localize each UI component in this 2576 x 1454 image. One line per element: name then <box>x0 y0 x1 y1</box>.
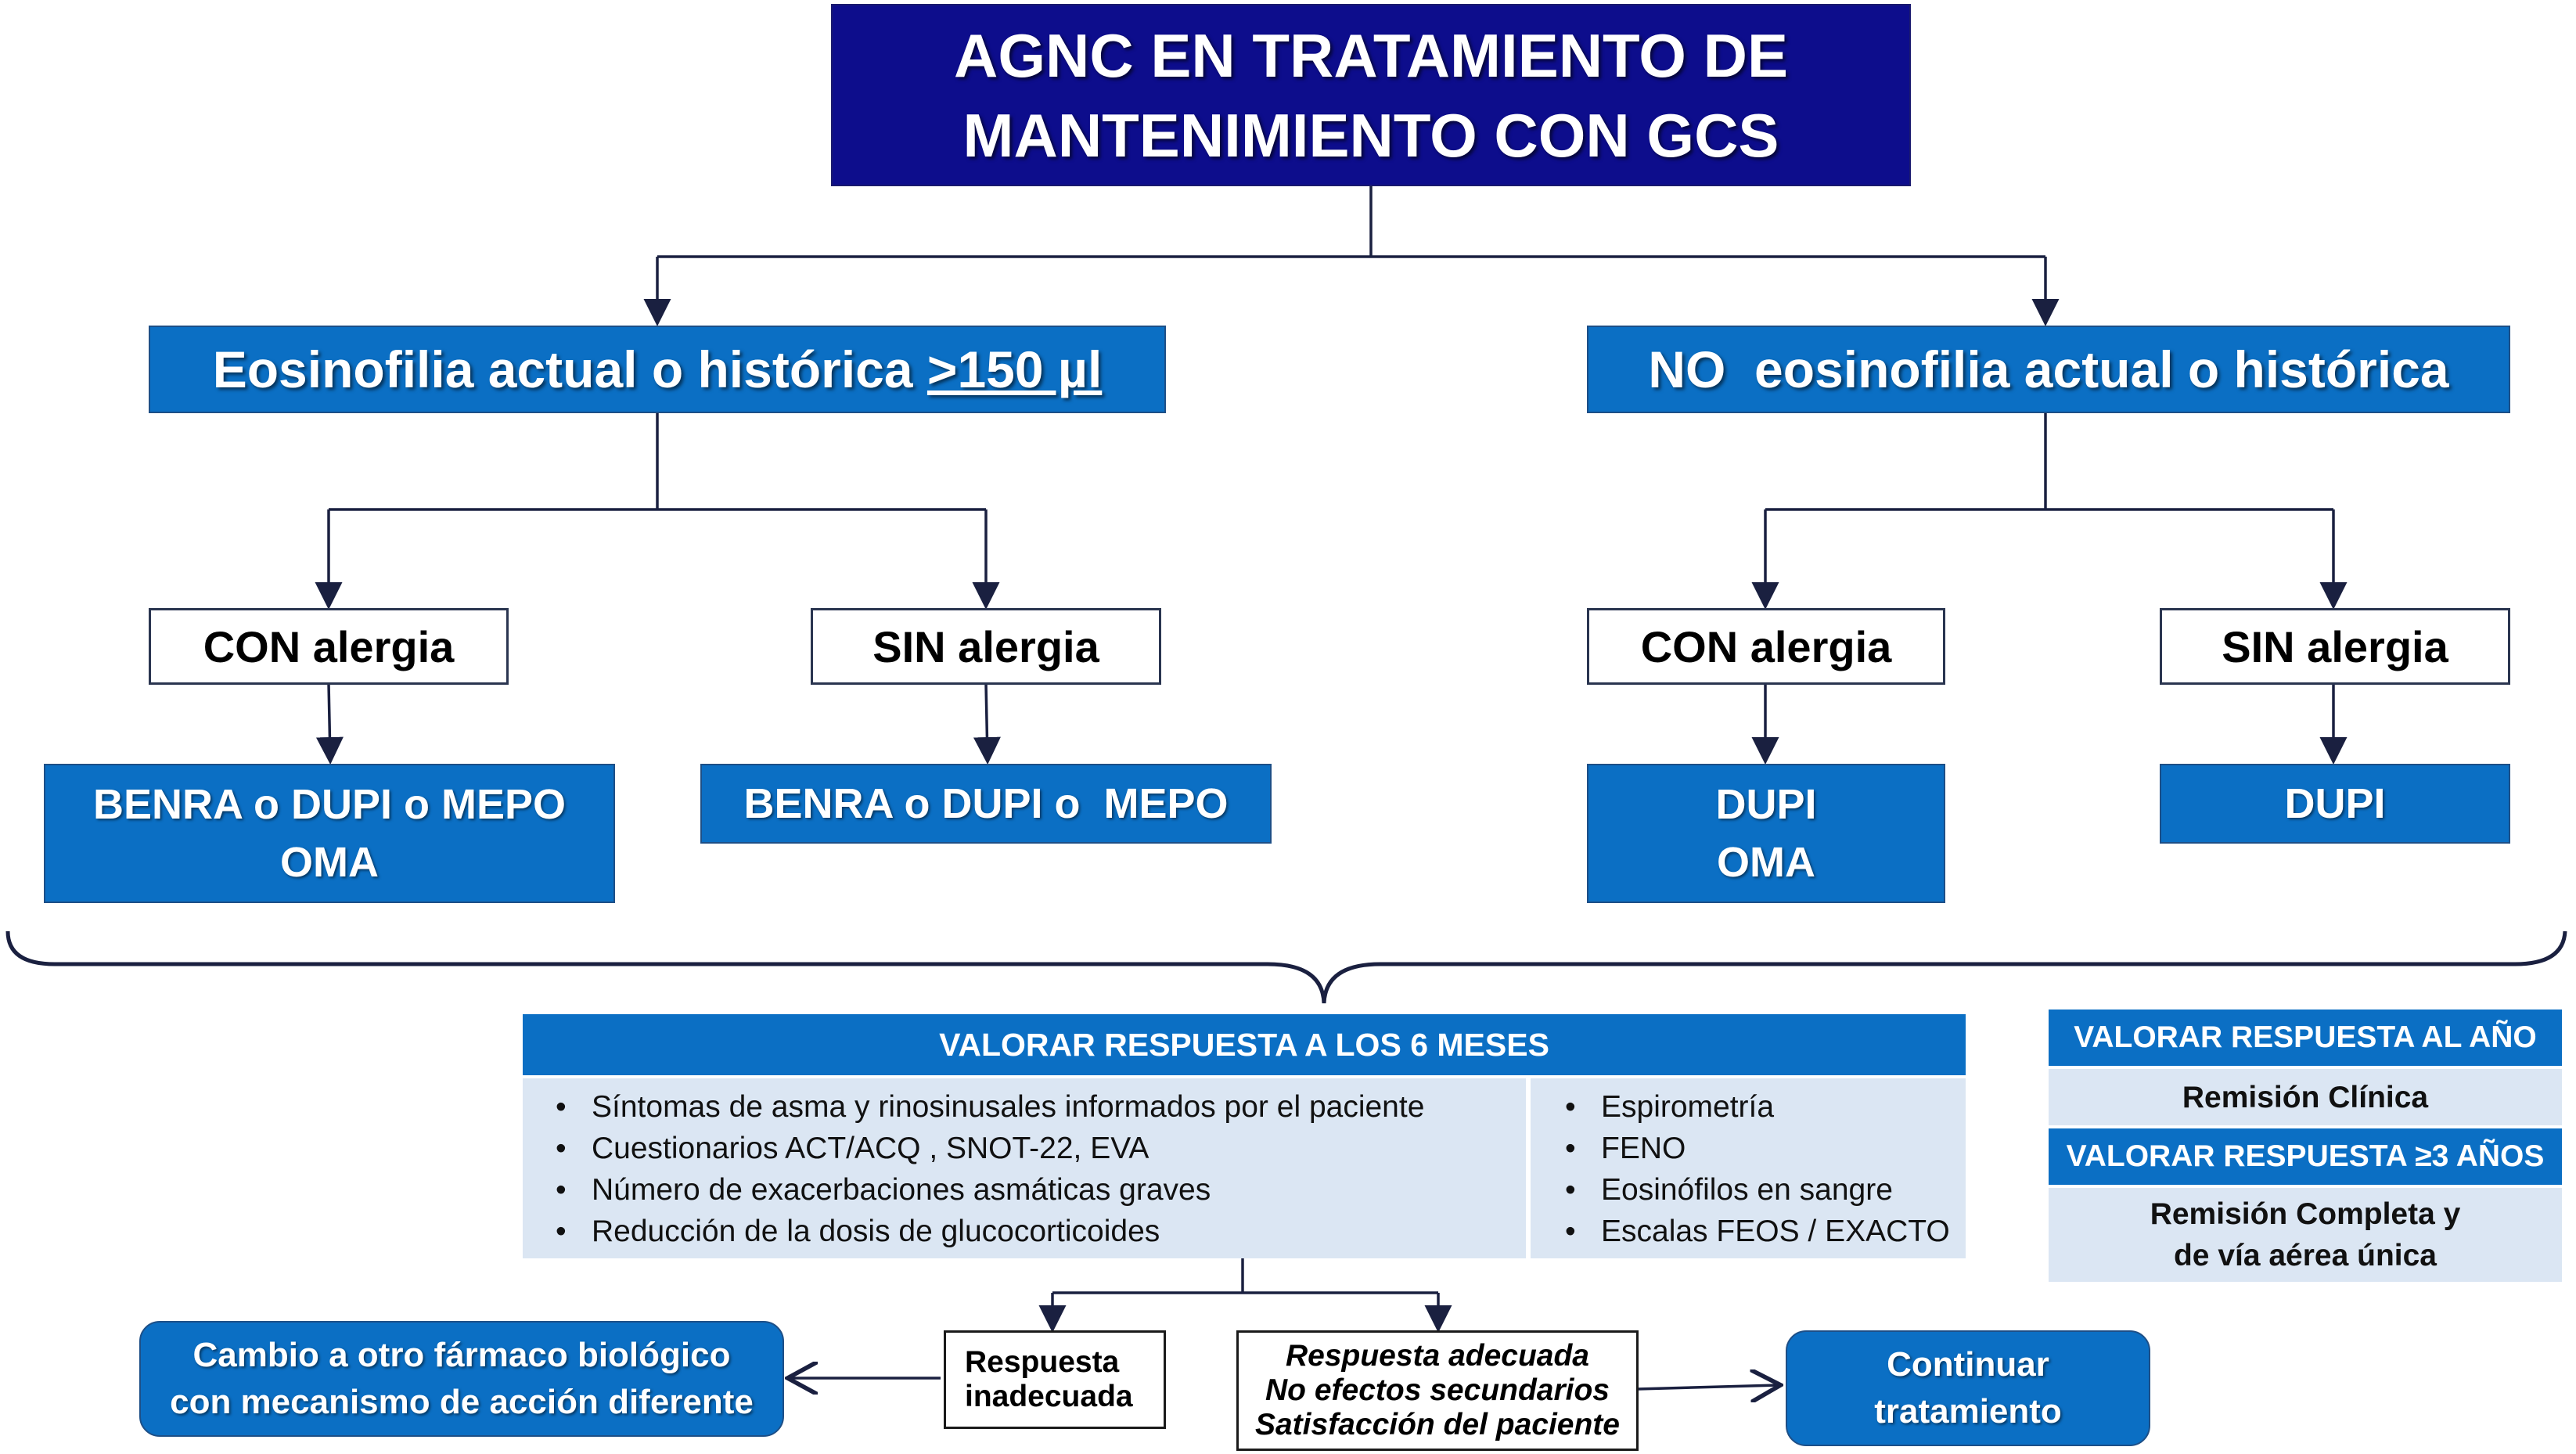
outcome-inadequate-line2: inadecuada <box>965 1380 1133 1413</box>
list-item: Síntomas de asma y rinosinusales informa… <box>556 1086 1526 1128</box>
outcome-adequate-line1: Respuesta adecuada <box>1285 1339 1589 1373</box>
branch-eosinophilia-label: Eosinofilia actual o histórica >150 µl <box>212 340 1103 398</box>
action-continue-line2: tratamiento <box>1874 1392 2062 1431</box>
eosinophil-threshold: >150 µl <box>926 340 1103 398</box>
treatment-right-con: DUPI OMA <box>1587 764 1945 903</box>
grouping-brace <box>5 930 2567 1004</box>
treatment-left-sin: BENRA o DUPI o MEPO <box>700 764 1272 844</box>
treatment-right-con-line1: DUPI <box>1715 781 1817 828</box>
list-item: Espirometría <box>1565 1086 1966 1128</box>
assessment-6m-header: VALORAR RESPUESTA A LOS 6 MESES <box>523 1014 1966 1075</box>
list-item: Reducción de la dosis de glucocorticoide… <box>556 1211 1526 1252</box>
list-item: Eosinófilos en sangre <box>1565 1169 1966 1211</box>
treatment-left-con: BENRA o DUPI o MEPO OMA <box>44 764 615 903</box>
outcome-inadequate-line1: Respuesta <box>965 1345 1120 1379</box>
outcome-inadequate: Respuesta inadecuada <box>944 1330 1166 1429</box>
action-switch-line1: Cambio a otro fármaco biológico <box>192 1336 731 1374</box>
assessment-3y-value: Remisión Completa y de vía aérea única <box>2049 1188 2562 1282</box>
branch-no-eosinophilia: NO eosinofilia actual o histórica <box>1587 326 2510 413</box>
action-continue-treatment: Continuar tratamiento <box>1786 1330 2150 1446</box>
main-title: AGNC EN TRATAMIENTO DE MANTENIMIENTO CON… <box>831 4 1911 186</box>
list-item: Cuestionarios ACT/ACQ , SNOT-22, EVA <box>556 1128 1526 1169</box>
list-item: FENO <box>1565 1128 1966 1169</box>
action-switch-line2: con mecanismo de acción diferente <box>170 1383 754 1421</box>
outcome-adequate-line2: No efectos secundarios <box>1265 1373 1610 1407</box>
outcome-adequate-line3: Satisfacción del paciente <box>1254 1408 1620 1441</box>
treatment-right-sin: DUPI <box>2160 764 2510 844</box>
main-title-line1: AGNC EN TRATAMIENTO DE <box>954 20 1788 90</box>
branch-no-eosinophilia-label: NO eosinofilia actual o histórica <box>1648 340 2449 398</box>
list-item: Número de exacerbaciones asmáticas grave… <box>556 1169 1526 1211</box>
treatment-left-con-line2: OMA <box>280 839 379 886</box>
main-title-line2: MANTENIMIENTO CON GCS <box>962 100 1779 170</box>
treatment-left-sin-label: BENRA o DUPI o MEPO <box>743 780 1229 827</box>
list-item: Escalas FEOS / EXACTO <box>1565 1211 1966 1252</box>
assessment-3y-value-line1: Remisión Completa y <box>2150 1197 2461 1231</box>
assessment-6m-left-list: Síntomas de asma y rinosinusales informa… <box>523 1086 1526 1252</box>
treatment-right-con-line2: OMA <box>1717 839 1815 886</box>
treatment-right-sin-label: DUPI <box>2284 780 2386 827</box>
left-con-alergia: CON alergia <box>149 608 509 685</box>
assessment-6m-right-panel: Espirometría FENO Eosinófilos en sangre … <box>1531 1078 1966 1258</box>
assessment-6m-left-panel: Síntomas de asma y rinosinusales informa… <box>523 1078 1526 1258</box>
assessment-3y-header: VALORAR RESPUESTA ≥3 AÑOS <box>2049 1128 2562 1185</box>
action-switch-biologic: Cambio a otro fármaco biológico con meca… <box>139 1321 784 1437</box>
left-sin-alergia: SIN alergia <box>811 608 1161 685</box>
branch-eosinophilia: Eosinofilia actual o histórica >150 µl <box>149 326 1166 413</box>
assessment-1y-header: VALORAR RESPUESTA AL AÑO <box>2049 1010 2562 1066</box>
action-continue-line1: Continuar <box>1887 1345 2049 1384</box>
assessment-6m-right-list: Espirometría FENO Eosinófilos en sangre … <box>1531 1086 1966 1252</box>
treatment-left-con-line1: BENRA o DUPI o MEPO <box>92 781 567 828</box>
right-sin-alergia: SIN alergia <box>2160 608 2510 685</box>
assessment-3y-value-line2: de vía aérea única <box>2173 1239 2437 1272</box>
outcome-adequate: Respuesta adecuada No efectos secundario… <box>1236 1330 1639 1451</box>
assessment-1y-value: Remisión Clínica <box>2049 1069 2562 1125</box>
right-con-alergia: CON alergia <box>1587 608 1945 685</box>
